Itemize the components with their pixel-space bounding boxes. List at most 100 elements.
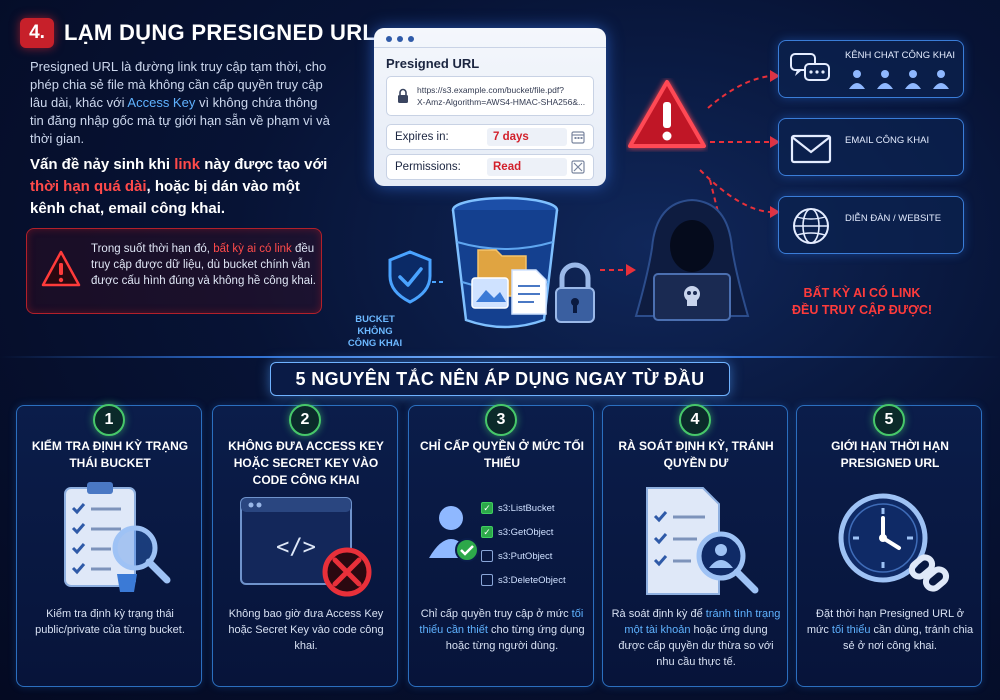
warning-box: Trong suốt thời hạn đó, bất kỳ ai có lin…	[26, 228, 322, 314]
permissions-row: Permissions: Read	[386, 154, 594, 180]
problem-text-3: , hoặc bị dán vào một kênh chat, email c…	[30, 178, 300, 217]
channel-label: DIỄN ĐÀN / WEBSITE	[845, 213, 942, 224]
permission-put-object: s3:PutObject	[481, 550, 552, 562]
users-icon	[849, 70, 949, 89]
permission-box-icon	[571, 160, 585, 174]
permission-name: s3:ListBucket	[498, 502, 555, 514]
permission-name: s3:GetObject	[498, 526, 554, 538]
principle-number: 1	[93, 404, 125, 436]
problem-paragraph: Vấn đề nảy sinh khi link này được tạo vớ…	[30, 154, 335, 220]
intro-text-1: Presigned URL là đường link truy cập tạm…	[30, 59, 327, 110]
expires-row: Expires in: 7 days	[386, 124, 594, 150]
anyone-line-2: ĐỀU TRUY CẬP ĐƯỢC!	[791, 303, 933, 317]
principle-card-3: 3 CHỈ CẤP QUYỀN Ở MỨC TỐI THIỂU ✓ s3:List…	[408, 404, 594, 687]
url-field[interactable]: https://s3.example.com/bucket/file.pdf? …	[386, 76, 594, 116]
warning-triangle-icon	[41, 250, 81, 287]
channel-card-email: EMAIL CÔNG KHAI	[778, 118, 964, 176]
desc-text-1: Đặt thời hạn Presigned URL ở mức	[806, 608, 964, 636]
warning-text-2: đều truy cập được dữ liệu, dù bucket chí…	[91, 243, 316, 287]
permission-name: s3:DeleteObject	[498, 574, 566, 586]
permission-list-bucket: ✓ s3:ListBucket	[481, 502, 555, 514]
principles-title: 5 NGUYÊN TẮC NÊN ÁP DỤNG NGAY TỪ ĐẦU	[270, 362, 730, 396]
intro-highlight: Access Key	[127, 95, 196, 110]
principle-card-1: 1 KIỂM TRA ĐỊNH KỲ TRẠNG THÁI BUCKET Kiể…	[16, 404, 202, 687]
principle-desc: Rà soát định kỳ để tránh tình trạng một …	[611, 606, 781, 670]
url-line-2: X-Amz-Algorithm=AWS4-HMAC-SHA256&...	[417, 97, 586, 107]
channel-label: EMAIL CÔNG KHAI	[845, 135, 930, 146]
hacker-icon	[634, 198, 750, 321]
principle-card-5: 5 GIỚI HẠN THỜI HẠN PRESIGNED URL Đặt th…	[796, 404, 982, 687]
desc-text-2: hoặc ứng dụng được cấp quyền dư thừa so …	[618, 624, 774, 668]
desc-text-1: Chỉ cấp quyền truy cập ở mức	[420, 608, 572, 620]
problem-text-2: này được tạo với	[200, 156, 328, 173]
principle-desc: Đặt thời hạn Presigned URL ở mức tối thi…	[805, 606, 975, 654]
permission-name: s3:PutObject	[498, 550, 553, 562]
desc-highlight: tối thiểu cần thiết	[419, 608, 584, 636]
presigned-url-card: Presigned URL https://s3.example.com/buc…	[374, 28, 606, 186]
clock-link-icon	[838, 493, 950, 592]
url-card-title: Presigned URL	[386, 56, 480, 71]
intro-text-2: vì không chứa thông tin đăng nhập gốc mà…	[30, 95, 330, 146]
desc-text-2: cần dùng, tránh chia sẻ ở nơi công khai.	[843, 624, 974, 652]
checkbox-checked-icon: ✓	[481, 502, 493, 514]
shield-icon	[388, 250, 432, 304]
problem-text-1: Vấn đề nảy sinh khi	[30, 156, 175, 173]
principle-title: KIỂM TRA ĐỊNH KỲ TRẠNG THÁI BUCKET	[31, 439, 189, 470]
globe-icon	[793, 208, 829, 244]
principle-number: 4	[679, 404, 711, 436]
section-number-badge: 4.	[20, 18, 54, 48]
document-icon	[511, 269, 547, 315]
principle-number: 5	[873, 404, 905, 436]
principle-number: 2	[289, 404, 321, 436]
channel-label: KÊNH CHAT CÔNG KHAI	[845, 50, 955, 61]
problem-highlight-1: link	[174, 156, 201, 173]
channel-card-chat: KÊNH CHAT CÔNG KHAI	[778, 40, 964, 98]
permissions-label: Permissions:	[395, 161, 461, 173]
desc-text-2: cho từng ứng dụng hoặc từng người dùng.	[445, 624, 585, 652]
warning-highlight: bất kỳ ai có link	[213, 243, 292, 255]
anyone-access-warning: BẤT KỲ AI CÓ LINK ĐỀU TRUY CẬP ĐƯỢC!	[762, 285, 962, 319]
document-user-search-icon	[646, 487, 759, 595]
bucket-label: BUCKET KHÔNG CÔNG KHAI	[347, 314, 403, 349]
permission-get-object: ✓ s3:GetObject	[481, 526, 553, 538]
warning-text: Trong suốt thời hạn đó, bất kỳ ai có lin…	[91, 241, 317, 289]
bucket-illustration	[388, 196, 595, 329]
checkbox-empty-icon	[481, 574, 493, 586]
anyone-line-1: BẤT KỲ AI CÓ LINK	[803, 286, 921, 300]
code-forbidden-icon: </>	[240, 497, 372, 597]
principle-card-2: 2 KHÔNG ĐƯA ACCESS KEY HOẶC SECRET KEY V…	[212, 404, 398, 687]
url-line-1: https://s3.example.com/bucket/file.pdf?	[417, 85, 564, 95]
lock-icon	[398, 88, 408, 103]
user-check-icon	[429, 506, 479, 562]
desc-text-1: Rà soát định kỳ để	[611, 608, 706, 620]
principle-title: GIỚI HẠN THỜI HẠN PRESIGNED URL	[831, 439, 949, 470]
alert-triangle-icon	[628, 80, 706, 148]
email-icon	[790, 134, 832, 164]
principle-title: RÀ SOÁT ĐỊNH KỲ, TRÁNH QUYỀN DƯ	[618, 439, 774, 470]
intro-paragraph: Presigned URL là đường link truy cập tạm…	[30, 58, 330, 148]
expires-value: 7 days	[487, 128, 567, 146]
principle-desc: Chỉ cấp quyền truy cập ở mức tối thiểu c…	[417, 606, 587, 654]
principle-number: 3	[485, 404, 517, 436]
image-file-icon	[471, 277, 509, 309]
chat-icon	[790, 53, 830, 81]
permission-delete-object: s3:DeleteObject	[481, 574, 566, 586]
checkbox-empty-icon	[481, 550, 493, 562]
principle-desc: Kiểm tra định kỳ trạng thái public/priva…	[35, 608, 185, 636]
problem-highlight-2: thời hạn quá dài	[30, 178, 147, 195]
checkbox-checked-icon: ✓	[481, 526, 493, 538]
desc-highlight: tối thiểu	[831, 624, 871, 636]
checklist-magnifier-icon	[64, 482, 171, 592]
principle-title: KHÔNG ĐƯA ACCESS KEY HOẶC SECRET KEY VÀO…	[228, 439, 384, 487]
channel-card-forum: DIỄN ĐÀN / WEBSITE	[778, 196, 964, 254]
section-title: LẠM DỤNG PRESIGNED URL	[64, 20, 377, 45]
principle-title: CHỈ CẤP QUYỀN Ở MỨC TỐI THIỂU	[420, 439, 584, 470]
principle-desc: Không bao giờ đưa Access Key hoặc Secret…	[228, 608, 384, 652]
warning-text-1: Trong suốt thời hạn đó,	[91, 243, 214, 255]
section-divider	[0, 356, 1000, 358]
principle-card-4: 4 RÀ SOÁT ĐỊNH KỲ, TRÁNH QUYỀN DƯ Rà soá…	[602, 404, 788, 687]
expires-label: Expires in:	[395, 131, 449, 143]
permissions-value: Read	[487, 158, 567, 176]
desc-highlight: tránh tình trạng một tài khoản	[624, 608, 781, 636]
padlock-icon	[555, 262, 595, 323]
